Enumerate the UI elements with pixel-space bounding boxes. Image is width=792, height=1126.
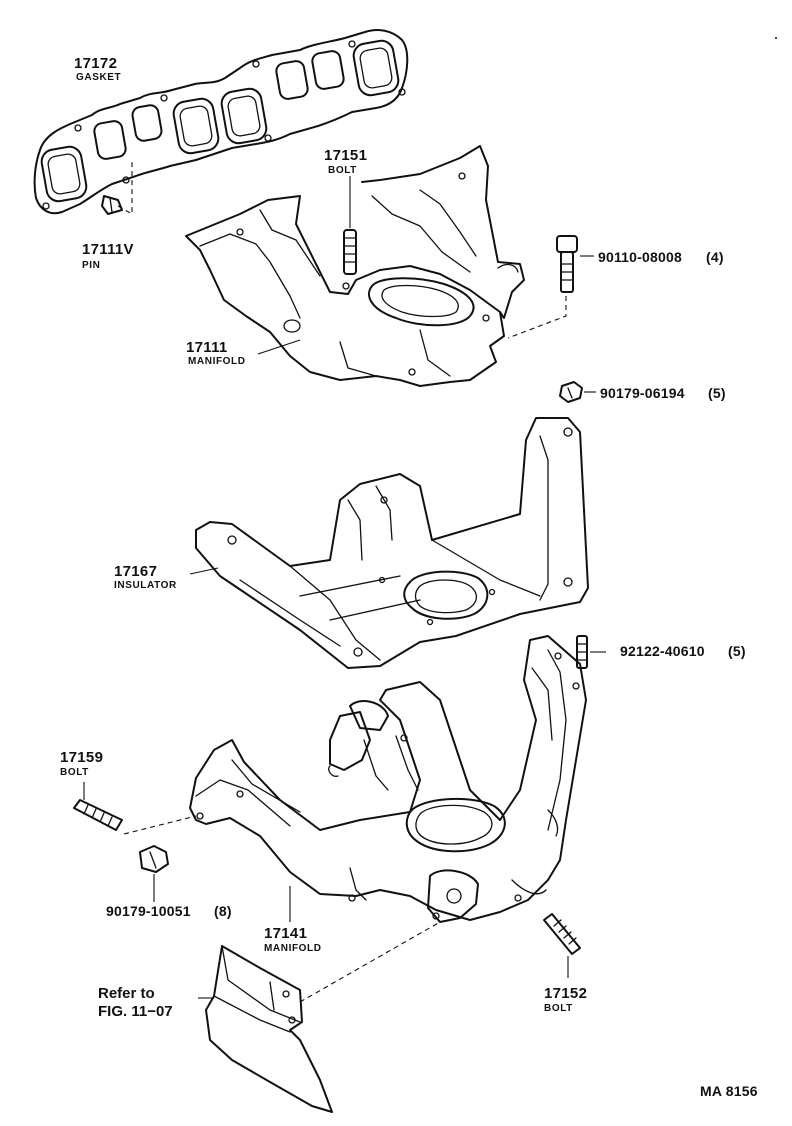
pin-label: PIN (82, 260, 100, 271)
insulator-part-number: 17167 (114, 563, 157, 580)
gasket-part-number: 17172 (74, 55, 117, 72)
nut-90179-10051-part-number: 90179-10051 (106, 903, 191, 919)
heat-shield-drawing (205, 945, 333, 1113)
upper-manifold-drawing (185, 145, 525, 387)
bolt-17151-drawing (343, 229, 357, 275)
bolt-90110-quantity: (4) (706, 249, 724, 265)
reference-line-2: FIG. 11−07 (98, 1003, 173, 1020)
bolt-17151-label: BOLT (328, 165, 357, 176)
pin-part-number: 17111V (82, 241, 134, 258)
figure-id: MA 8156 (700, 1083, 758, 1099)
upper-manifold-label: MANIFOLD (188, 356, 246, 367)
bolt-17159-part-number: 17159 (60, 749, 103, 766)
reference-line-1: Refer to (98, 985, 155, 1002)
bolt-90110-drawing (556, 235, 578, 293)
nut-90179-10051-quantity: (8) (214, 903, 232, 919)
bolt-90110-alignment-line (507, 296, 567, 339)
bolt-17159-label: BOLT (60, 767, 89, 778)
scan-speck (775, 37, 777, 39)
bolt-17159-alignment-line (123, 815, 197, 835)
heat-shield-alignment-line (299, 921, 441, 1003)
nut-90179-06194-quantity: (5) (708, 385, 726, 401)
nut-90179-06194-part-number: 90179-06194 (600, 385, 685, 401)
stud-92122-quantity: (5) (728, 643, 746, 659)
lower-manifold-label: MANIFOLD (264, 943, 322, 954)
bolt-17151-part-number: 17151 (324, 147, 367, 164)
bolt-90110-part-number: 90110-08008 (598, 249, 682, 265)
pin-drawing (101, 195, 123, 215)
bolt-17152-drawing (543, 913, 581, 955)
nut-90179-06194-drawing (559, 381, 583, 403)
insulator-leader (189, 567, 219, 575)
gasket-label: GASKET (76, 72, 121, 83)
gasket-drawing (33, 29, 409, 215)
nut-90179-10051-drawing (139, 845, 169, 873)
insulator-drawing (195, 417, 589, 669)
bolt-17152-part-number: 17152 (544, 985, 587, 1002)
stud-92122-part-number: 92122-40610 (620, 643, 705, 659)
bolt-17159-drawing (73, 799, 123, 831)
upper-manifold-leader (257, 339, 301, 355)
stud-92122-drawing (576, 635, 588, 669)
lower-manifold-drawing (189, 635, 587, 923)
upper-manifold-part-number: 17111 (186, 339, 228, 356)
lower-manifold-part-number: 17141 (264, 925, 307, 942)
bolt-17152-label: BOLT (544, 1003, 573, 1014)
insulator-label: INSULATOR (114, 580, 177, 591)
